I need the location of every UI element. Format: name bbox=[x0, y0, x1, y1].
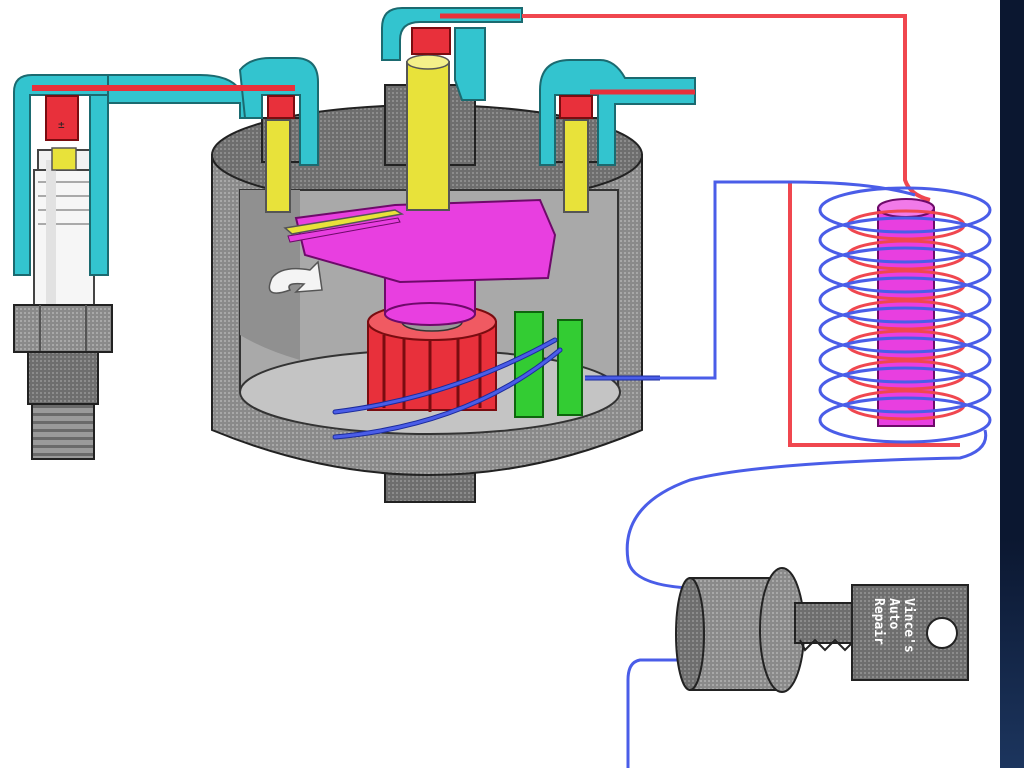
coil-to-switch-wire bbox=[625, 429, 988, 590]
rotor bbox=[283, 198, 557, 326]
pickup-wires bbox=[332, 337, 563, 440]
coil-wire-boot bbox=[381, 7, 523, 101]
plug-wire-boot: ± bbox=[13, 57, 319, 276]
key-tag-line-3: Repair bbox=[871, 598, 886, 645]
primary-wire-to-coil bbox=[660, 180, 916, 380]
key-tag-line-2: Auto bbox=[886, 598, 901, 629]
spark-plug bbox=[13, 147, 113, 460]
rotation-arrow bbox=[268, 260, 323, 294]
cap-terminals bbox=[265, 54, 589, 213]
key-head bbox=[851, 584, 969, 681]
ignition-switch: Vince's Auto Repair bbox=[675, 567, 969, 693]
switch-to-battery-wire bbox=[626, 658, 690, 768]
ignition-coil bbox=[788, 182, 992, 447]
pickup-coil bbox=[514, 311, 583, 418]
coil-high-tension-wire bbox=[522, 14, 931, 202]
svg-text:±: ± bbox=[58, 118, 65, 131]
key-tag-line-1: Vince's bbox=[901, 598, 916, 653]
right-plug-boot bbox=[539, 59, 696, 166]
side-panel bbox=[1000, 0, 1024, 768]
